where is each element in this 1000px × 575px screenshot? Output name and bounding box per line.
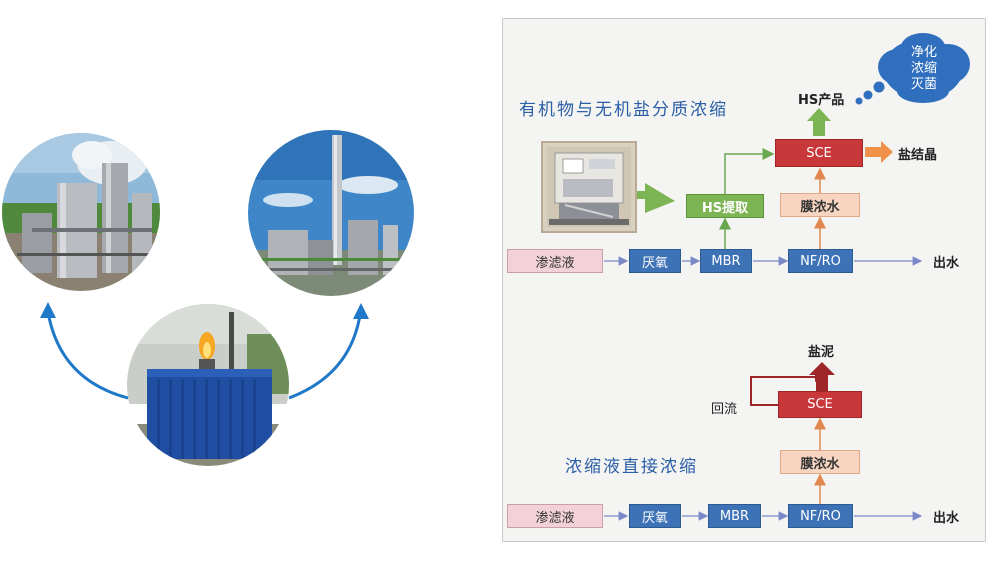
- cloud-text: 净化 浓缩 灭菌: [898, 45, 950, 93]
- cloud-line-2: 浓缩: [910, 61, 937, 76]
- top-flow-title: 有机物与无机盐分质浓缩: [519, 100, 728, 120]
- right-curved-arrow: [288, 314, 362, 400]
- bottom-anaerobic-box: 厌氧: [629, 504, 681, 528]
- bottom-concentrate-box: 膜浓水: [780, 450, 860, 474]
- top-sce-box: SCE: [775, 139, 863, 167]
- left-arrowhead: [40, 302, 56, 318]
- top-outlet-label: 出水: [933, 256, 960, 271]
- top-leachate-box: 渗滤液: [507, 249, 603, 273]
- process-diagram-panel: 有机物与无机盐分质浓缩 浓缩液直接浓缩 渗滤液 厌氧 MBR NF/RO 出水 …: [502, 18, 986, 542]
- bottom-mbr-box: MBR: [708, 504, 761, 528]
- cloud-line-3: 灭菌: [910, 77, 937, 92]
- recycle-label: 回流: [711, 402, 738, 417]
- right-arrowhead: [353, 303, 369, 319]
- top-nfro-box: NF/RO: [788, 249, 853, 273]
- salt-crystal-label: 盐结晶: [898, 148, 938, 163]
- cloud-line-1: 净化: [910, 45, 937, 60]
- curved-arrows: [40, 302, 369, 400]
- flow-connectors: [604, 33, 970, 521]
- top-anaerobic-box: 厌氧: [629, 249, 681, 273]
- bottom-nfro-box: NF/RO: [788, 504, 853, 528]
- left-curved-arrow: [46, 311, 129, 400]
- hs-equipment-photo: [541, 141, 637, 233]
- bottom-flow-title: 浓缩液直接浓缩: [565, 457, 698, 477]
- salt-mud-label: 盐泥: [808, 345, 835, 360]
- bottom-outlet-label: 出水: [933, 511, 960, 526]
- top-mbr-box: MBR: [700, 249, 752, 273]
- bottom-leachate-box: 渗滤液: [507, 504, 603, 528]
- hs-extract-box: HS提取: [686, 194, 764, 218]
- top-concentrate-box: 膜浓水: [780, 193, 860, 217]
- bottom-sce-box: SCE: [778, 391, 862, 418]
- hs-product-label: HS产品: [798, 93, 845, 108]
- cloud-shape: [878, 33, 970, 103]
